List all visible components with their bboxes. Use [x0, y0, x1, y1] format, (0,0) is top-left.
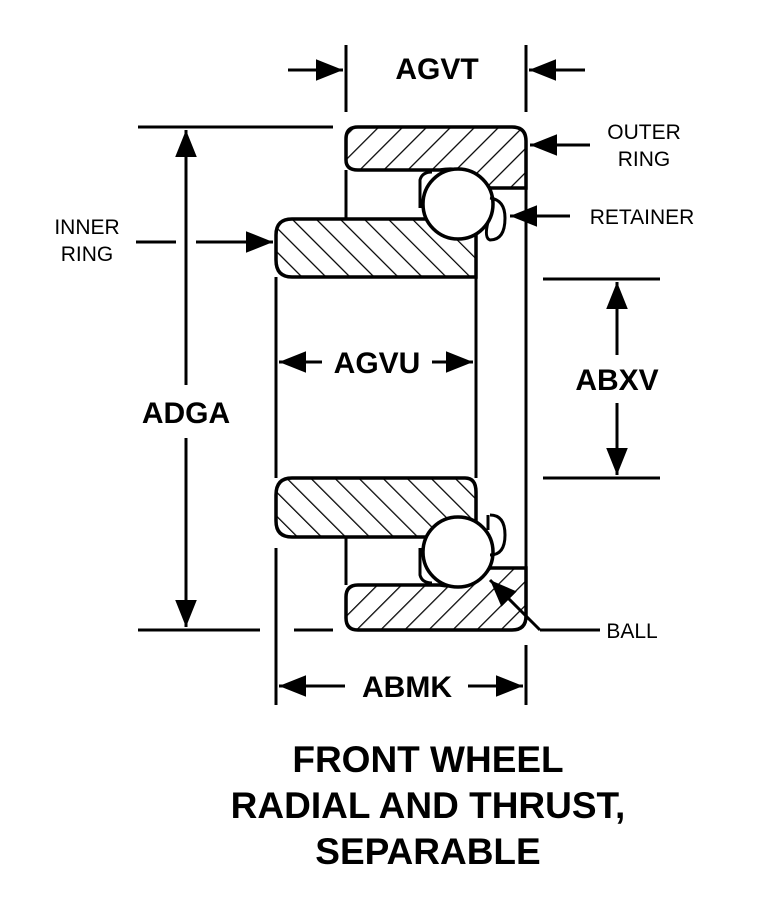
retainer-bottom: [418, 513, 507, 585]
retainer-top: [418, 170, 507, 242]
outer-ring-bottom: [344, 566, 528, 632]
title-line-3: SEPARABLE: [315, 831, 540, 872]
ball-bottom: [421, 515, 495, 589]
label-inner-ring-2: RING: [61, 243, 114, 266]
label-retainer: RETAINER: [590, 206, 695, 229]
dim-agvu: AGVU: [334, 347, 421, 380]
label-outer-ring-1: OUTER: [607, 121, 681, 144]
label-ball: BALL: [606, 620, 657, 643]
title-line-1: FRONT WHEEL: [292, 739, 563, 780]
ball-top: [421, 167, 495, 241]
ball-leader-arrow: [488, 578, 542, 632]
dim-abxv: ABXV: [575, 364, 658, 397]
dim-abmk: ABMK: [362, 671, 452, 704]
label-inner-ring-1: INNER: [54, 216, 119, 239]
title-line-2: RADIAL AND THRUST,: [231, 785, 626, 826]
label-outer-ring-2: RING: [618, 148, 671, 171]
dim-agvt: AGVT: [395, 53, 478, 86]
outer-ring-top: [344, 125, 528, 190]
dim-adga: ADGA: [142, 397, 230, 430]
inner-ring-bottom: [274, 476, 478, 539]
